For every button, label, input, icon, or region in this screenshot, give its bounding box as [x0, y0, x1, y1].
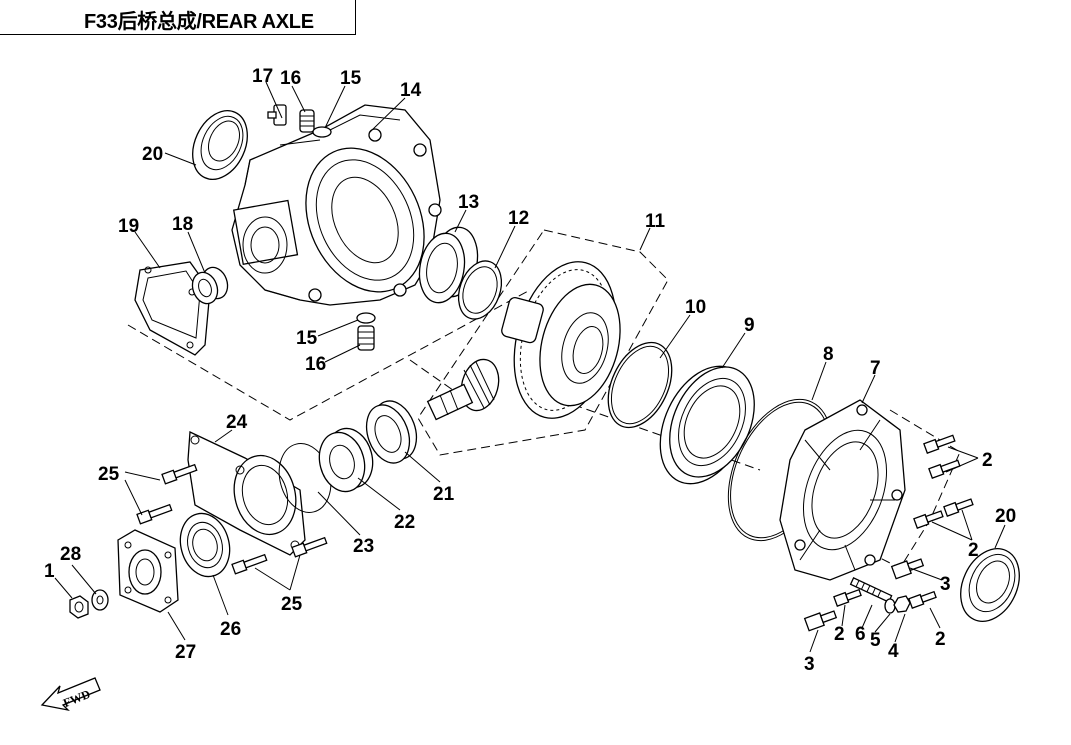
callout-18: 18: [172, 214, 193, 235]
callout-15: 15: [296, 328, 318, 349]
callout-14: 14: [400, 80, 422, 101]
pinion-gear: [426, 358, 500, 421]
callout-15: 15: [340, 68, 362, 89]
callout-28: 28: [60, 544, 81, 565]
housing-part-14: [231, 104, 442, 306]
washer-part-15-bottom: [356, 312, 376, 324]
callout-2: 2: [982, 450, 993, 471]
bolts-part-25: [136, 463, 328, 575]
callout-20: 20: [995, 506, 1016, 527]
plug-part-16-top: [299, 109, 315, 133]
callout-20: 20: [142, 144, 163, 165]
shim-part-12: [457, 260, 503, 320]
oring-part-10: [607, 341, 673, 429]
cover-part-7: [779, 399, 906, 581]
flange-part-27: [117, 529, 179, 613]
callout-labels: 17 16 15 14 20 19 18 13 12 11 15 16 10 9…: [44, 66, 1016, 675]
callout-2: 2: [968, 540, 979, 561]
washer-part-15-top: [312, 126, 332, 138]
callout-25: 25: [281, 594, 303, 615]
callout-24: 24: [226, 412, 248, 433]
callout-5: 5: [870, 630, 881, 651]
gasket-part-19: [134, 261, 211, 356]
leader-lines: [54, 81, 1006, 653]
washer-part-5: [884, 598, 896, 614]
callout-2: 2: [834, 624, 845, 645]
bearing-part-9: [659, 365, 755, 485]
bearing-part-21: [365, 400, 418, 464]
oring-part-10-inner: [610, 345, 670, 425]
bearing-part-18: [191, 266, 229, 305]
bearing-part-22: [318, 427, 374, 493]
nut-part-1: [69, 595, 89, 619]
callout-13: 13: [458, 192, 479, 213]
pinion-housing-part-24: [187, 431, 306, 556]
callout-3: 3: [804, 654, 815, 675]
callout-27: 27: [175, 642, 196, 663]
callout-22: 22: [394, 512, 415, 533]
plug-part-16-bottom: [357, 325, 375, 351]
callout-8: 8: [823, 344, 834, 365]
title-box: F33后桥总成/REAR AXLE: [0, 0, 356, 35]
callout-23: 23: [353, 536, 374, 557]
housing-group-outline: [127, 289, 531, 421]
nut-part-4: [893, 595, 911, 613]
seal-part-20-right: [960, 548, 1020, 622]
callout-16: 16: [305, 354, 326, 375]
callout-17: 17: [252, 66, 273, 87]
callout-9: 9: [744, 315, 755, 336]
callout-4: 4: [888, 641, 899, 662]
callout-7: 7: [870, 358, 881, 379]
page-title: F33后桥总成/REAR AXLE: [84, 11, 314, 33]
washer-part-28-hole: [96, 595, 104, 605]
seal-part-20-top: [192, 110, 248, 180]
washer-part-28: [91, 589, 109, 611]
callout-1: 1: [44, 561, 55, 582]
callout-10: 10: [685, 297, 706, 318]
callout-25: 25: [98, 464, 120, 485]
callout-19: 19: [118, 216, 139, 237]
fwd-arrow: FWD: [40, 677, 101, 712]
callout-26: 26: [220, 619, 241, 640]
bolts-part-2: [833, 434, 974, 609]
seal-part-26: [179, 512, 231, 578]
callout-16: 16: [280, 68, 301, 89]
callout-11: 11: [645, 211, 666, 232]
callout-12: 12: [508, 208, 529, 229]
callout-2: 2: [935, 629, 946, 650]
gear-group-outline: [417, 229, 669, 456]
callout-21: 21: [433, 484, 455, 505]
bolts-part-3: [803, 558, 925, 632]
breather-part-17: [267, 104, 287, 126]
ring-gear-part-11: [501, 261, 621, 419]
callout-3: 3: [940, 574, 951, 595]
callout-6: 6: [855, 624, 866, 645]
